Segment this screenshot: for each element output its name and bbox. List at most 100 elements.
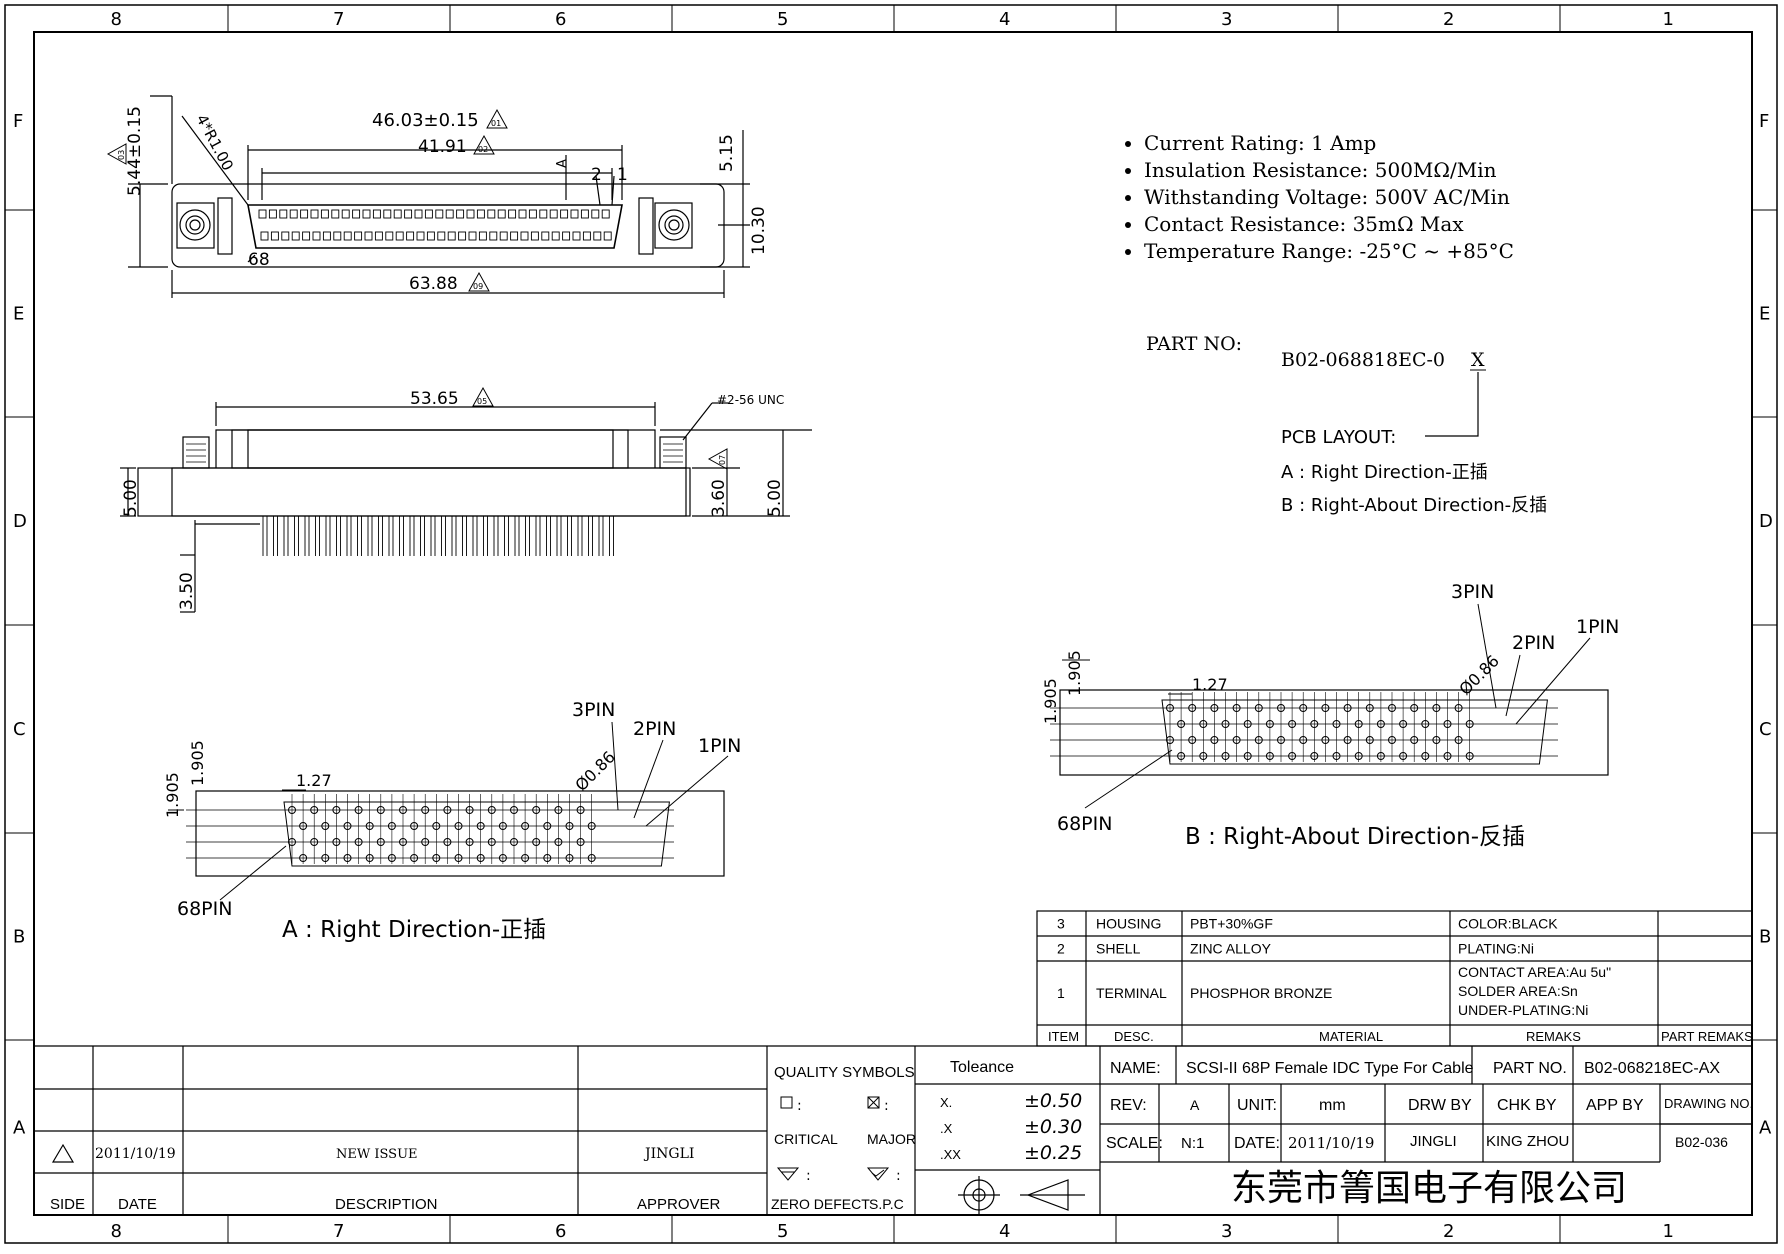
frame-row-label: E	[13, 304, 24, 325]
frame-column-label: 6	[555, 9, 566, 30]
contact-slot	[447, 231, 456, 241]
contact-slot	[406, 231, 415, 241]
pin-68-label: 68	[248, 250, 270, 270]
date-label: DATE:	[1234, 1135, 1280, 1152]
svg-text::: :	[797, 1098, 802, 1114]
dim-mid: 3.60	[709, 479, 729, 517]
bom-header-item: ITEM	[1048, 1029, 1079, 1044]
contact-slot	[510, 231, 519, 241]
frame-column-label: 5	[777, 1221, 788, 1242]
contact-slot	[593, 231, 602, 241]
frame-row-label: D	[1759, 511, 1773, 532]
spec-item: Temperature Range: -25°C ~ +85°C	[1144, 239, 1514, 263]
layout-a-hole: Ø0.86	[571, 747, 619, 795]
bullet-icon	[1125, 195, 1131, 201]
layout-b-3pin: 3PIN	[1451, 581, 1494, 603]
contact-slot	[437, 231, 446, 241]
name-label: NAME:	[1110, 1060, 1161, 1077]
frame-row-label: E	[1759, 304, 1770, 325]
contact-slot	[268, 209, 277, 219]
layout-b-pitch: 1.27	[1192, 675, 1228, 694]
contact-slot	[279, 209, 288, 219]
spec-item: Insulation Resistance: 500MΩ/Min	[1144, 158, 1497, 182]
contact-slot	[372, 209, 381, 219]
bom-header-material: MATERIAL	[1319, 1029, 1383, 1044]
mark-07: 07	[707, 448, 728, 470]
top-view-labels: 46.03±0.15 01 41.91 02 63.88 09 5.44±0.1…	[106, 106, 769, 294]
drawing-no-value: B02-036	[1675, 1134, 1728, 1150]
contact-slot	[520, 231, 529, 241]
contact-slot	[591, 209, 600, 219]
contact-slot	[560, 209, 569, 219]
mark-01: 01	[486, 108, 508, 129]
d-shell-outline	[283, 801, 670, 867]
leader-line	[219, 845, 287, 901]
contact-slot	[572, 231, 581, 241]
major-symbol-icon	[867, 1096, 880, 1109]
contact-slot	[601, 209, 610, 219]
contact-slot	[541, 231, 550, 241]
pcb-option-a: A : Right Direction-正插	[1281, 462, 1488, 483]
unit-label: UNIT:	[1237, 1097, 1277, 1114]
zero-defect-label: ZERO DEFECT	[771, 1196, 870, 1212]
contact-slot	[281, 231, 290, 241]
contact-slot	[331, 209, 340, 219]
contact-slot	[258, 209, 267, 219]
dim-top: 53.65	[410, 389, 459, 409]
frame-column-label: 3	[1221, 9, 1232, 30]
contact-slot	[551, 231, 560, 241]
contact-slot	[310, 209, 319, 219]
dim-radius: 4*R1.00	[192, 111, 236, 173]
quality-title: QUALITY SYMBOLS	[774, 1064, 915, 1081]
bom-material: ZINC ALLOY	[1190, 941, 1272, 957]
contact-slot	[424, 209, 433, 219]
mark-03: 03	[106, 143, 127, 165]
contact-slot	[530, 231, 539, 241]
layout-b-hole: Ø0.86	[1455, 651, 1503, 699]
drawer-value: JINGLI	[1410, 1133, 1457, 1150]
rev-value: A	[1190, 1097, 1200, 1113]
contact-slot	[582, 231, 591, 241]
bom-remark: COLOR:BLACK	[1458, 916, 1558, 932]
revision-table: 2011/10/19 NEW ISSUE JINGLI SIDE DATE DE…	[50, 1143, 721, 1213]
pcb-layout-a: 1.27 1.905 1.905 Ø0.86 3PIN 2PIN 1PIN 68…	[163, 699, 741, 943]
frame-column-label: 7	[333, 1221, 344, 1242]
tolerance-value: ±0.25	[1024, 1142, 1082, 1164]
svg-text::: :	[896, 1168, 901, 1184]
contact-slot	[445, 209, 454, 219]
contact-slot	[312, 231, 321, 241]
leader-line	[645, 755, 729, 827]
tolerance-value: ±0.30	[1024, 1116, 1082, 1138]
frame-column-label: 4	[999, 1221, 1010, 1242]
part-number-block: PART NO: B02-068818EC-0 X PCB LAYOUT: A …	[1146, 333, 1547, 516]
bom-header-desc: DESC.	[1114, 1029, 1154, 1044]
contact-slot	[270, 231, 279, 241]
bom-desc: HOUSING	[1096, 916, 1161, 932]
contact-slot	[322, 231, 331, 241]
frame-row-label: F	[13, 111, 23, 132]
leader-line	[1505, 654, 1521, 717]
company-name: 东莞市箐国电子有限公司	[1231, 1168, 1627, 1209]
contact-slot	[393, 209, 402, 219]
contact-slot	[426, 231, 435, 241]
dim-overall: 46.03±0.15	[372, 110, 479, 131]
dim-left: 5.00	[121, 479, 141, 517]
mark-09: 09	[468, 271, 490, 292]
quality-symbols: QUALITY SYMBOLS : : CRITICAL MAJOR : : Z…	[771, 1064, 916, 1212]
contact-slot	[489, 231, 498, 241]
spec-item: Withstanding Voltage: 500V AC/Min	[1144, 185, 1510, 209]
contact-slot	[456, 209, 465, 219]
frame-column-label: 1	[1663, 1221, 1674, 1242]
unit-value: mm	[1319, 1097, 1346, 1114]
svg-text::: :	[884, 1098, 889, 1114]
part-no-value: B02-068818EC-0	[1281, 349, 1445, 371]
contact-slot	[487, 209, 496, 219]
leader-line	[611, 721, 619, 811]
contact-slot	[362, 209, 371, 219]
contact-slot	[383, 209, 392, 219]
layout-a-labels: 1.27 1.905 1.905 Ø0.86 3PIN 2PIN 1PIN 68…	[163, 699, 741, 943]
zero-defect-symbol-icon	[776, 1167, 800, 1181]
contact-slot	[603, 231, 612, 241]
projection-symbol-icon	[958, 1176, 1085, 1214]
contact-slot	[333, 231, 342, 241]
